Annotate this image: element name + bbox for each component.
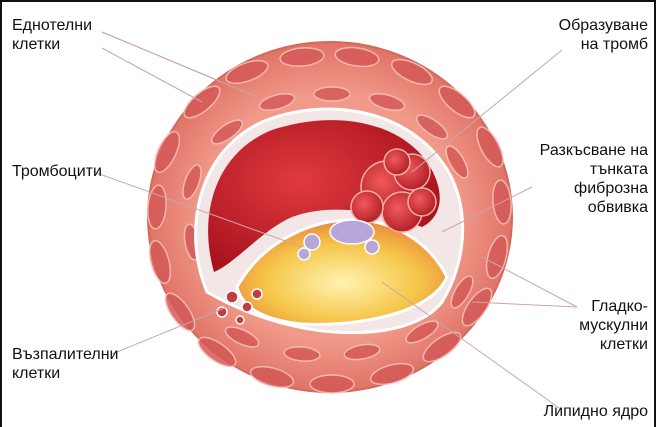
label-platelets: Тромбоцити [12, 162, 102, 181]
label-endothelial-cells: Еднотелни клетки [12, 16, 92, 54]
label-inflammatory-cells: Възпалителни клетки [12, 345, 118, 383]
label-lipid-core: Липидно ядро [544, 402, 648, 421]
label-thrombus-formation: Образуване на тромб [559, 16, 648, 54]
label-smooth-muscle-cells: Гладко- мускулни клетки [579, 297, 648, 354]
label-fibrous-cap-rupture: Разкъсване на тънката фиброзна обвивка [540, 141, 648, 217]
